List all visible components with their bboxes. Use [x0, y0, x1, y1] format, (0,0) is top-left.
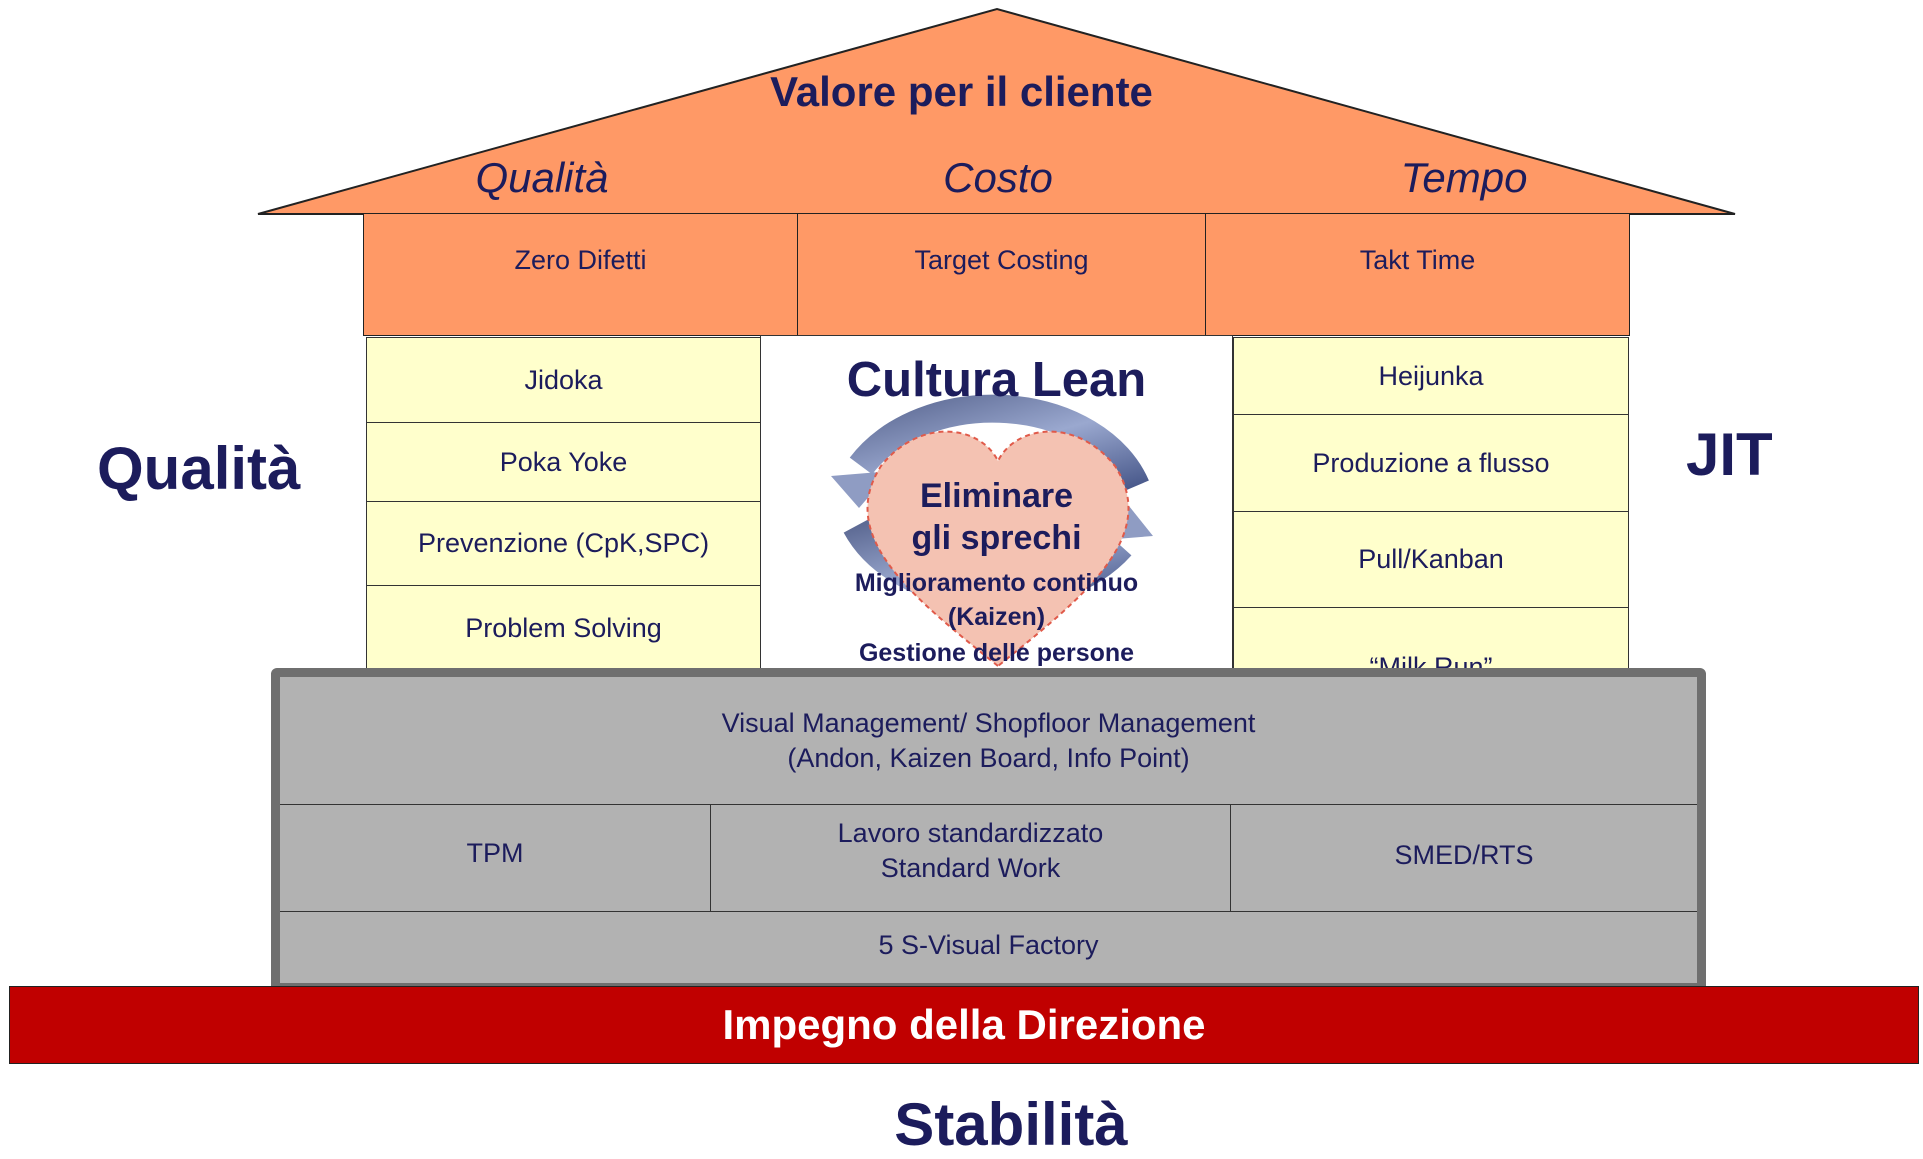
base-block: Visual Management/ Shopfloor Management …: [271, 668, 1706, 992]
left-pillar-poka-yoke: Poka Yoke: [366, 422, 761, 502]
base-smed-rts: SMED/RTS: [1231, 805, 1697, 912]
center-kaizen-line2: (Kaizen): [947, 603, 1046, 631]
cycle-arrow-top: [849, 394, 1149, 492]
right-pillar-produzione-a-flusso: Produzione a flusso: [1233, 414, 1629, 512]
center-people-line: Gestione delle persone: [858, 639, 1135, 667]
side-label-jit: JIT: [1686, 421, 1773, 488]
center-kaizen-line1: Miglioramento continuo: [854, 569, 1139, 597]
roof-subtitle-costo: Costo: [943, 154, 1053, 201]
heart-text-line2: gli sprechi: [911, 519, 1082, 557]
roof-cell-target-costing: Target Costing: [797, 213, 1206, 336]
base-5s-visual-factory: 5 S-Visual Factory: [878, 930, 1099, 960]
right-pillar-heijunka: Heijunka: [1233, 337, 1629, 415]
foundation-bar: Impegno della Direzione: [9, 986, 1919, 1064]
heart-shape: [866, 430, 1130, 668]
heart-text-line1: Eliminare: [919, 477, 1074, 515]
right-pillar-pull-kanban: Pull/Kanban: [1233, 511, 1629, 608]
base-standard-work-line2: Standard Work: [880, 853, 1061, 883]
left-pillar-jidoka: Jidoka: [366, 337, 761, 423]
side-label-qualita: Qualità: [97, 435, 301, 502]
base-standard-work: Lavoro standardizzato Standard Work: [711, 805, 1231, 912]
kaizen-cycle-graphic: [831, 394, 1153, 668]
roof-cell-zero-difetti: Zero Difetti: [363, 213, 798, 336]
center-culture-box: Cultura Lean Eliminare gli sprechi Migli…: [760, 335, 1233, 670]
roof-subtitle-tempo: Tempo: [1400, 154, 1528, 201]
center-title: Cultura Lean: [846, 353, 1147, 407]
roof-cell-takt-time: Takt Time: [1205, 213, 1630, 336]
base-visual-management-line1: Visual Management/ Shopfloor Management: [721, 707, 1256, 738]
roof-subtitle-qualita: Qualità: [475, 154, 609, 201]
base-tpm: TPM: [280, 805, 711, 912]
bottom-label-stabilita: Stabilità: [894, 1091, 1128, 1158]
roof-title: Valore per il cliente: [770, 68, 1153, 115]
base-visual-management: Visual Management/ Shopfloor Management …: [280, 677, 1697, 805]
base-standard-work-line1: Lavoro standardizzato: [837, 818, 1104, 848]
left-pillar-prevenzione: Prevenzione (CpK,SPC): [366, 501, 761, 586]
base-visual-management-line2: (Andon, Kaizen Board, Info Point): [787, 742, 1190, 773]
